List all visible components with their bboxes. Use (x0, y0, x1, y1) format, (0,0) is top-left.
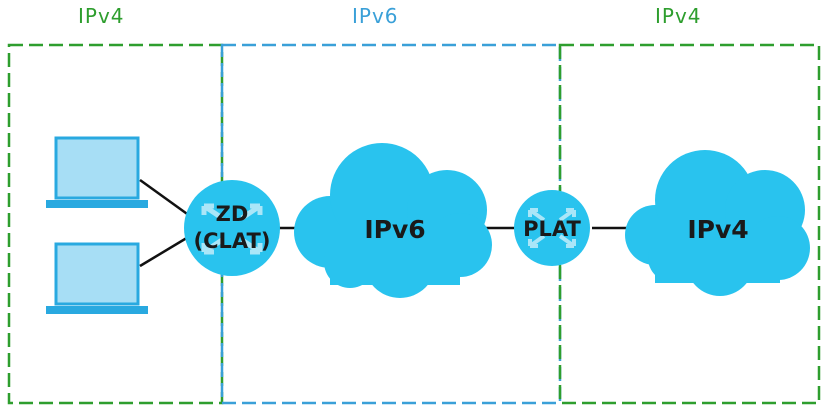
zone-right-label: IPv4 (655, 4, 702, 28)
ipv6-cloud: IPv6 (294, 143, 492, 298)
zone-right-ipv4 (558, 43, 821, 405)
zone-middle-label: IPv6 (352, 4, 399, 28)
link-laptop2-clat (139, 234, 191, 268)
clat-router: ZD (CLAT) (184, 180, 280, 276)
clat-router-label-line1: ZD (216, 202, 249, 226)
ipv4-cloud-label: IPv4 (687, 215, 748, 244)
zone-left-label: IPv4 (78, 4, 125, 28)
link-laptop1-clat (139, 178, 191, 218)
clat-router-label-line2: (CLAT) (194, 229, 271, 253)
ipv6-cloud-label: IPv6 (364, 215, 425, 244)
plat-router: PLAT (514, 190, 590, 266)
ipv4-cloud: IPv4 (625, 150, 810, 296)
router-arrows-icon (201, 203, 263, 255)
router-arrows-icon (528, 208, 576, 248)
laptop-icon (46, 242, 148, 314)
plat-router-label: PLAT (523, 217, 581, 241)
laptop-icon (46, 136, 148, 208)
